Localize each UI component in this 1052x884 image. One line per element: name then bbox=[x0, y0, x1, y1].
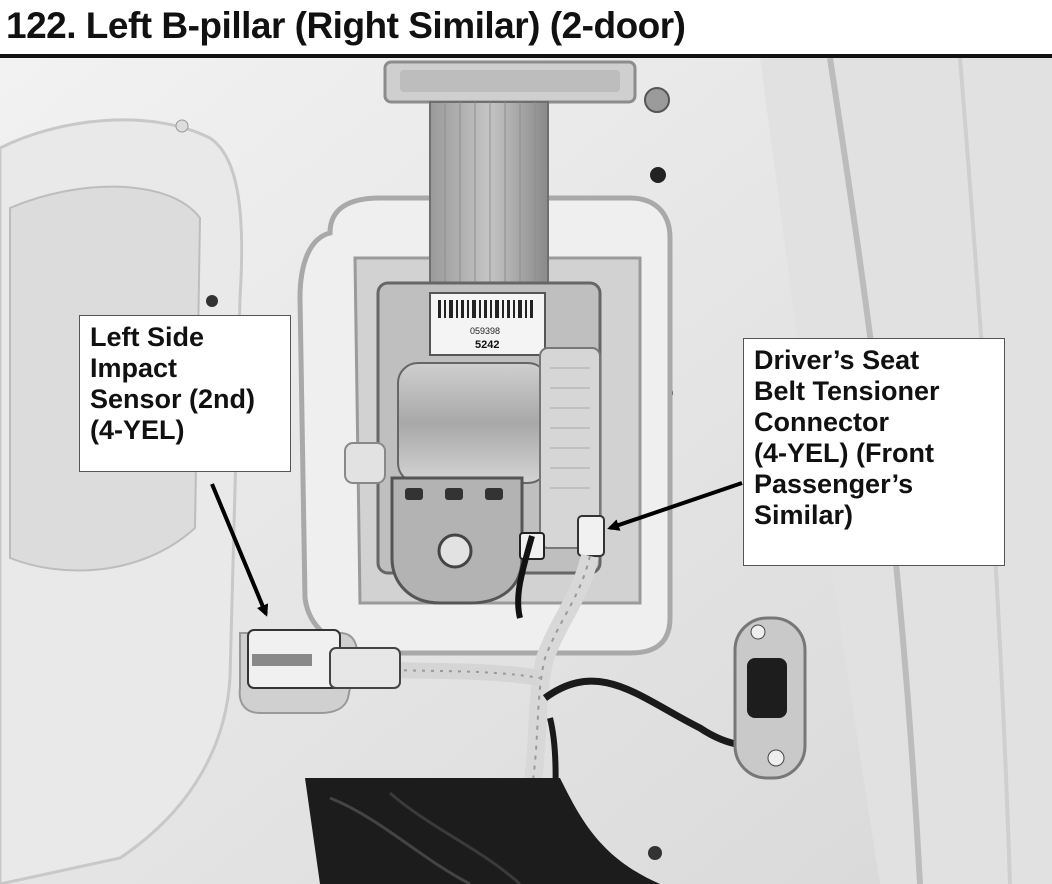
mount-hole bbox=[175, 119, 189, 133]
striker-grommet bbox=[747, 658, 787, 718]
retractor-bolt bbox=[437, 533, 473, 569]
figure-title: 122. Left B-pillar (Right Similar) (2-do… bbox=[6, 5, 686, 46]
callout-line: Belt Tensioner bbox=[754, 376, 940, 406]
callout-line: (4-YEL) bbox=[90, 415, 185, 445]
callout-line: Driver’s Seat bbox=[754, 345, 920, 375]
mount-hole bbox=[206, 295, 218, 307]
callout-line: Impact bbox=[90, 353, 178, 383]
callout-line: Sensor (2nd) bbox=[90, 384, 256, 414]
tensioner-connector bbox=[577, 515, 605, 557]
callout-tensioner-connector: Driver’s Seat Belt Tensioner Connector (… bbox=[743, 338, 1005, 566]
lower-cavity bbox=[305, 778, 660, 884]
sensor-connector bbox=[329, 647, 401, 689]
figure-frame: 059398 5242 bbox=[0, 54, 1052, 884]
callout-line: Connector bbox=[754, 407, 889, 437]
callout-line: Similar) bbox=[754, 500, 854, 530]
belt-spool bbox=[397, 362, 549, 484]
mount-hole bbox=[648, 846, 662, 860]
callout-impact-sensor: Left Side Impact Sensor (2nd) (4-YEL) bbox=[79, 315, 291, 472]
callout-line: Passenger’s bbox=[754, 469, 914, 499]
tag-number: 5242 bbox=[475, 339, 499, 351]
mount-hole bbox=[650, 167, 666, 183]
callout-line: (4-YEL) (Front bbox=[754, 438, 934, 468]
callout-line: Left Side bbox=[90, 322, 205, 352]
tag-code: 059398 bbox=[470, 326, 500, 336]
anchor-bolt bbox=[644, 87, 670, 113]
